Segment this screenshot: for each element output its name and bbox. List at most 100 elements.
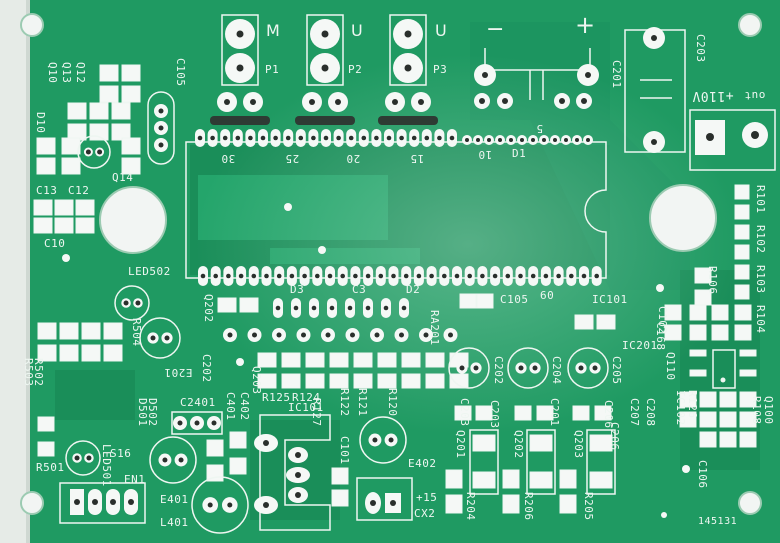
smd-pad: [59, 344, 79, 362]
tht-drill: [423, 332, 429, 338]
silkscreen-label-d3: D3: [290, 283, 305, 296]
smd-pad: [594, 405, 612, 421]
smd-pad: [121, 137, 141, 155]
smd-pad: [739, 369, 757, 377]
sip-drill: [329, 305, 335, 311]
connector-p1-resistor: [210, 116, 270, 125]
silkscreen-label-led502: LED502: [128, 265, 171, 278]
electrolytic-cap-outline: [77, 135, 111, 169]
smd-pad: [689, 349, 707, 357]
smd-pad: [54, 199, 74, 216]
ic-pin-drill: [505, 273, 511, 279]
mounting-hole-top-left: [20, 13, 44, 37]
connector-p3-label: P3: [433, 63, 448, 76]
ic-pin-drill: [520, 138, 524, 142]
connector-p3-pin-drill: [392, 99, 398, 105]
smd-pad: [281, 352, 301, 368]
silkscreen-label-q203: Q203: [572, 430, 585, 459]
smd-pad: [353, 352, 373, 368]
smd-pad: [502, 494, 520, 514]
power-drills: [479, 35, 759, 145]
ic-pin-drill: [340, 273, 346, 279]
connector-p2-resistor: [295, 116, 355, 125]
ic-pin-drill: [399, 135, 404, 141]
drill: [128, 499, 134, 505]
ic-pin-drill: [273, 135, 278, 141]
drill: [158, 108, 164, 114]
smd-pad: [664, 324, 682, 341]
silkscreen-label-q203: Q203: [250, 366, 263, 395]
silkscreen-label-q202: Q202: [202, 294, 215, 323]
silkscreen-label-c204: C204: [550, 356, 563, 385]
silkscreen-label-60: 60: [540, 289, 555, 302]
smd-pad: [401, 352, 421, 368]
smd-pad: [61, 157, 81, 175]
silkscreen-label-r103: R103: [754, 265, 767, 294]
silkscreen-label-c105: C105: [500, 293, 529, 306]
smd-pad: [54, 217, 74, 234]
cap-drill: [150, 335, 156, 341]
smd-pad: [699, 391, 717, 408]
smd-pad: [734, 284, 750, 300]
smd-pad: [75, 199, 95, 216]
silkscreen-label-c2401: C2401: [180, 396, 216, 409]
ic-pin-drill: [467, 273, 473, 279]
smd-pad: [472, 471, 496, 489]
ic-pin-drill: [327, 273, 333, 279]
silkscreen-label-ic101: IC101: [288, 401, 324, 414]
electrolytic-cap-outline: [139, 317, 181, 359]
bridge-outline: [484, 48, 591, 71]
smd-pad: [329, 373, 349, 389]
smd-pad: [734, 304, 752, 321]
smd-pad: [689, 369, 707, 377]
smd-pad: [739, 349, 757, 357]
smd-pad: [103, 322, 123, 340]
mounting-hole-bottom-right: [738, 491, 762, 515]
silkscreen-label-q13: Q13: [60, 62, 73, 84]
silkscreen-label-q110: Q110: [664, 352, 677, 381]
smd-pad: [529, 471, 553, 489]
smd-pad: [694, 267, 712, 284]
smd-pad: [454, 405, 472, 421]
drill: [585, 72, 591, 78]
drill: [211, 420, 217, 426]
ic-pin-drill: [556, 273, 561, 279]
tht-drill: [325, 332, 331, 338]
drill: [502, 98, 508, 104]
smd-pad: [36, 137, 56, 155]
sip-drill: [275, 305, 281, 311]
ic-pin-drill: [276, 273, 282, 279]
label-voltage: +110V: [692, 88, 734, 103]
smd-pad: [305, 352, 325, 368]
tht-drill: [276, 332, 282, 338]
ic-pin-drill: [365, 273, 371, 279]
ic-pin-drill: [531, 138, 535, 142]
silkscreen-label-en1: EN1: [124, 473, 146, 486]
smd-pad: [679, 391, 697, 408]
smd-pad: [445, 494, 463, 514]
via: [682, 465, 690, 473]
drill: [482, 72, 488, 78]
cap-drill: [227, 502, 233, 508]
smd-pad: [425, 352, 445, 368]
drill: [92, 499, 98, 505]
silkscreen-label-r121: R121: [356, 388, 369, 417]
smd-pad: [536, 405, 554, 421]
smd-pad: [75, 217, 95, 234]
silkscreen-label-d2: D2: [406, 283, 421, 296]
cap-drill: [85, 149, 91, 155]
connector-p2-drill: [321, 30, 329, 38]
silkscreen-label-e402: E402: [408, 457, 437, 470]
smd-pad: [574, 314, 594, 330]
power-resistor-outline: [526, 429, 556, 495]
ic-pin-row-bottom: [198, 266, 602, 286]
electrolytic-cap-outline: [567, 347, 609, 389]
via: [318, 246, 326, 254]
connector-4pin-drills: [74, 499, 134, 505]
ic-pin-drill: [197, 135, 203, 141]
smd-pad: [596, 314, 616, 330]
silkscreen-label-r101: R101: [754, 185, 767, 214]
cap-drill: [532, 365, 538, 371]
silkscreen-label-c13: C13: [36, 184, 58, 197]
ic-pin-drill: [586, 138, 590, 142]
